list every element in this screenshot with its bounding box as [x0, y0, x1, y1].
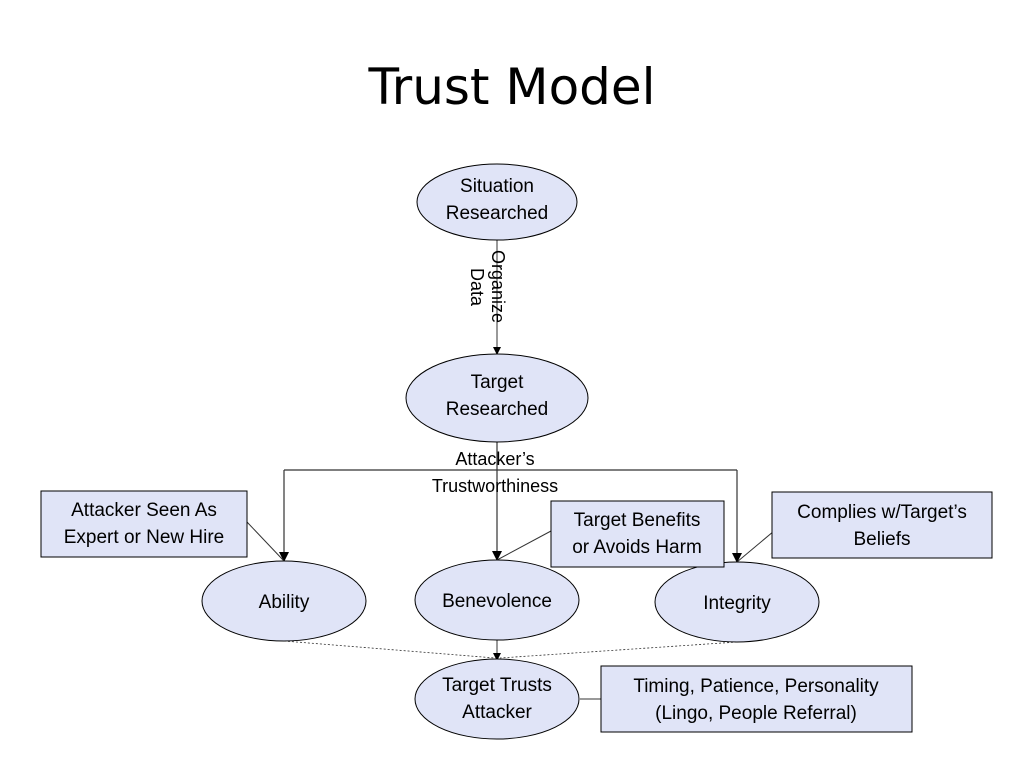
node-trusts-shape	[414, 658, 580, 740]
node-integrity-label: Integrity	[703, 593, 771, 614]
node-integrity: Integrity	[654, 561, 820, 643]
note-benefits-line1: Target Benefits	[574, 510, 701, 531]
note-timing-line1: Timing, Patience, Personality	[633, 676, 879, 697]
edge-label-organize: Organize	[488, 250, 508, 323]
note-expert-or-new-hire: Attacker Seen As Expert or New Hire	[40, 490, 248, 558]
node-situation-line2: Researched	[446, 203, 548, 224]
edge-integrity-to-trusts	[499, 641, 738, 659]
note-benefits-line2: or Avoids Harm	[572, 537, 702, 558]
callout-complies	[736, 530, 775, 563]
node-ability: Ability	[201, 560, 367, 642]
note-complies-line2: Beliefs	[853, 529, 910, 550]
edge-label-organize-data: Organize Data	[467, 250, 508, 323]
slide-title: Trust Model	[368, 58, 656, 116]
node-benevolence: Benevolence	[414, 559, 580, 641]
note-complies-line1: Complies w/Target’s	[797, 502, 967, 523]
node-integrity-shape	[654, 561, 820, 643]
edge-ability-to-trusts	[283, 640, 496, 659]
edge-label-attacker-trustworthiness: Attacker’s Trustworthiness	[432, 449, 558, 496]
edge-label-data: Data	[467, 268, 487, 307]
node-benevolence-shape	[414, 559, 580, 641]
note-timing-patience-personality: Timing, Patience, Personality (Lingo, Pe…	[600, 665, 913, 733]
node-target-shape	[405, 353, 589, 443]
note-expert-box	[40, 490, 248, 558]
node-target-line1: Target	[471, 372, 525, 393]
note-benefits-or-avoids-harm: Target Benefits or Avoids Harm	[550, 500, 725, 568]
callout-expert	[246, 521, 285, 562]
node-trusts-line2: Attacker	[462, 702, 532, 723]
node-situation-shape	[416, 163, 578, 241]
note-benefits-box	[550, 500, 725, 568]
node-situation-line1: Situation	[460, 176, 534, 197]
node-target-trusts-attacker: Target Trusts Attacker	[414, 658, 580, 740]
connectors	[246, 240, 775, 700]
note-expert-line1: Attacker Seen As	[71, 500, 217, 521]
node-situation-researched: Situation Researched	[416, 163, 578, 241]
note-timing-line2: (Lingo, People Referral)	[655, 703, 857, 724]
note-expert-line2: Expert or New Hire	[64, 527, 225, 548]
edge-label-attackers: Attacker’s	[455, 449, 534, 469]
node-ability-shape	[201, 560, 367, 642]
note-complies-box	[771, 491, 993, 559]
node-trusts-line1: Target Trusts	[442, 675, 552, 696]
note-timing-box	[600, 665, 913, 733]
node-target-line2: Researched	[446, 399, 548, 420]
node-ability-label: Ability	[259, 592, 310, 613]
callout-benefits	[496, 530, 552, 561]
note-complies-with-beliefs: Complies w/Target’s Beliefs	[771, 491, 993, 559]
node-target-researched: Target Researched	[405, 353, 589, 443]
node-benevolence-label: Benevolence	[442, 591, 552, 612]
edge-label-trustworthiness: Trustworthiness	[432, 476, 558, 496]
